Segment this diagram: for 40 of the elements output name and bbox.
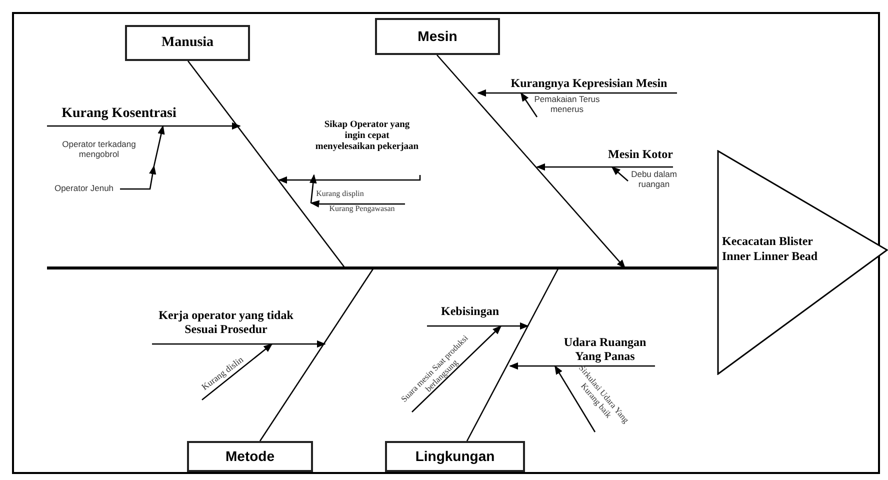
bone-line xyxy=(436,54,626,269)
cause-label: Kerja operator yang tidak Sesuai Prosedur xyxy=(146,309,306,344)
arrow xyxy=(152,340,326,348)
effect-label: Kecacatan Blister Inner Linner Bead xyxy=(722,234,819,264)
arrow xyxy=(120,165,156,190)
cause-label: Kurangnya Kepresisian Mesin xyxy=(500,77,678,93)
category-box: Lingkungan xyxy=(385,441,525,472)
cause-label: Sikap Operator yang ingin cepat menyelesaikan pekerjaan xyxy=(314,120,420,175)
bone-line xyxy=(466,268,559,442)
sub-cause-label: Operator Jenuh xyxy=(48,184,120,196)
category-box: Metode xyxy=(187,441,313,472)
cause-label: Mesin Kotor xyxy=(600,148,673,167)
cause-label: Kurang Kosentrasi xyxy=(44,106,194,126)
cause-label: Kebisingan xyxy=(425,305,515,326)
effect-triangle xyxy=(717,150,888,375)
bone-line xyxy=(187,60,346,268)
arrow xyxy=(47,122,241,130)
arrow xyxy=(611,166,628,182)
sub-cause-label: Pemakaian Terus menerus xyxy=(522,95,612,117)
arrow xyxy=(427,322,529,330)
sub-cause-label: Kurang Pengawasan xyxy=(316,204,408,216)
category-box: Manusia xyxy=(125,25,250,61)
bone-line xyxy=(259,268,374,442)
sub-cause-label: Operator terkadang mengobrol xyxy=(42,140,156,166)
arrow xyxy=(310,174,317,204)
arrow xyxy=(520,92,538,118)
arrow xyxy=(554,365,596,432)
arrow xyxy=(153,125,165,166)
arrow xyxy=(477,89,677,97)
arrow xyxy=(509,362,655,370)
spine-line xyxy=(47,266,717,270)
arrow xyxy=(536,163,673,171)
arrow xyxy=(202,343,273,400)
arrow xyxy=(278,175,421,184)
sub-cause-label: Kurang displin xyxy=(310,189,370,203)
category-box: Mesin xyxy=(375,18,500,55)
cause-label: Udara Ruangan Yang Panas xyxy=(555,336,655,366)
sub-cause-label: Debu dalam ruangan xyxy=(625,170,683,192)
arrow xyxy=(310,200,405,208)
arrow xyxy=(412,325,502,412)
